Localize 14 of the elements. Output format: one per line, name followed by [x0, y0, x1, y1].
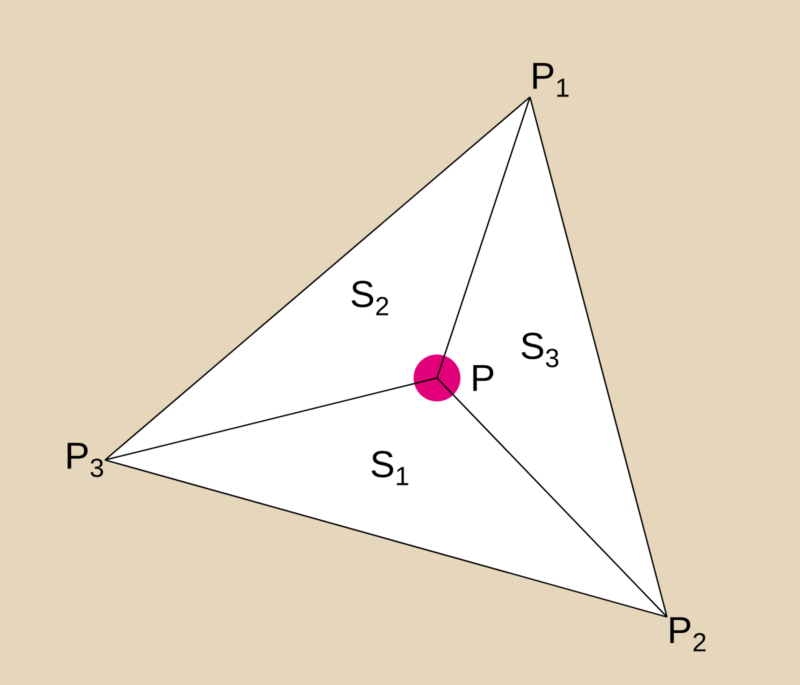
- point-label: P: [473, 365, 494, 391]
- line: [436, 378, 668, 618]
- line: [436, 96, 531, 378]
- area-label: S$_{3}$: [522, 332, 558, 368]
- vertex-label: P$_{3}$: [68, 442, 104, 478]
- area-label: S$_{1}$: [372, 450, 408, 486]
- line: [104, 96, 530, 461]
- point-dot: [414, 354, 460, 402]
- line: [104, 377, 438, 461]
- vertex-label: P$_{1}$: [533, 62, 569, 97]
- area-label: S$_{2}$: [352, 280, 388, 316]
- line: [529, 96, 668, 618]
- line: [104, 459, 668, 618]
- vertex-label: P$_{2}$: [670, 617, 706, 652]
